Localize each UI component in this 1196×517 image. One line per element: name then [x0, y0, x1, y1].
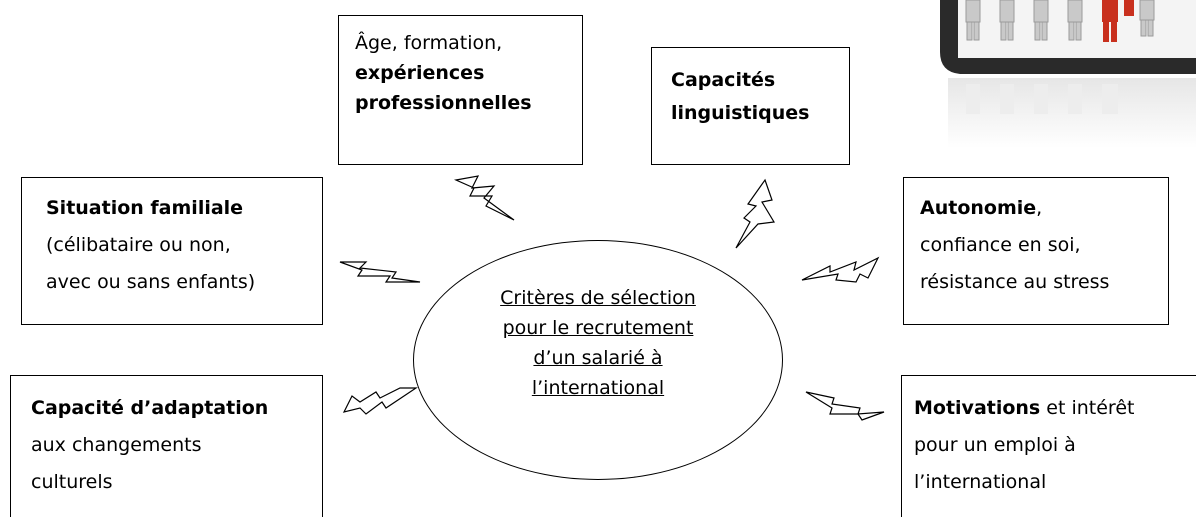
autonomy-line3: résistance au stress [920, 271, 1110, 293]
linguistic-line2: linguistiques [671, 102, 810, 124]
center-line: pour le recrutement [502, 317, 694, 339]
motivation-line2: pour un emploi à [914, 434, 1076, 456]
experience-line: expériences [355, 62, 485, 84]
center-line: d’un salarié à [533, 347, 663, 369]
linguistic-line1: Capacités [671, 69, 776, 91]
autonomy-line2: confiance en soi, [920, 234, 1081, 256]
center-title: Critères de sélection pour le recrutemen… [463, 283, 733, 403]
center-line: l’international [531, 377, 665, 399]
autonomy-title: Autonomie, [920, 197, 1043, 219]
motivation-title: Motivations et intérêt [914, 397, 1135, 419]
lightning-bolt-icon [342, 387, 418, 415]
lightning-bolt-icon [801, 256, 880, 283]
center-line: Critères de sélection [500, 287, 696, 309]
lightning-bolt-icon [805, 391, 885, 421]
autonomy-box: Autonomie, confiance en soi, résistance … [903, 177, 1169, 325]
linguistic-box: Capacités linguistiques [651, 47, 850, 165]
lightning-bolt-icon [453, 175, 515, 221]
motivation-line3: l’international [914, 471, 1047, 493]
family-line2: (célibataire ou non, [46, 234, 231, 256]
lightning-bolt-icon [735, 178, 775, 249]
family-title: Situation familiale [46, 197, 244, 219]
adaptation-line3: culturels [31, 471, 113, 493]
motivation-box: Motivations et intérêt pour un emploi à … [901, 375, 1196, 517]
adaptation-box: Capacité d’adaptation aux changements cu… [10, 375, 323, 517]
family-situation-box: Situation familiale (célibataire ou non,… [21, 177, 323, 325]
adaptation-line2: aux changements [31, 434, 202, 456]
age-line: Âge, formation, [355, 32, 503, 54]
professional-line: professionnelles [355, 92, 532, 114]
center-ellipse [413, 240, 783, 480]
family-line3: avec ou sans enfants) [46, 271, 256, 293]
age-training-box: Âge, formation, expériences professionne… [338, 15, 583, 165]
lightning-bolt-icon [339, 261, 421, 283]
adaptation-title: Capacité d’adaptation [31, 397, 269, 419]
